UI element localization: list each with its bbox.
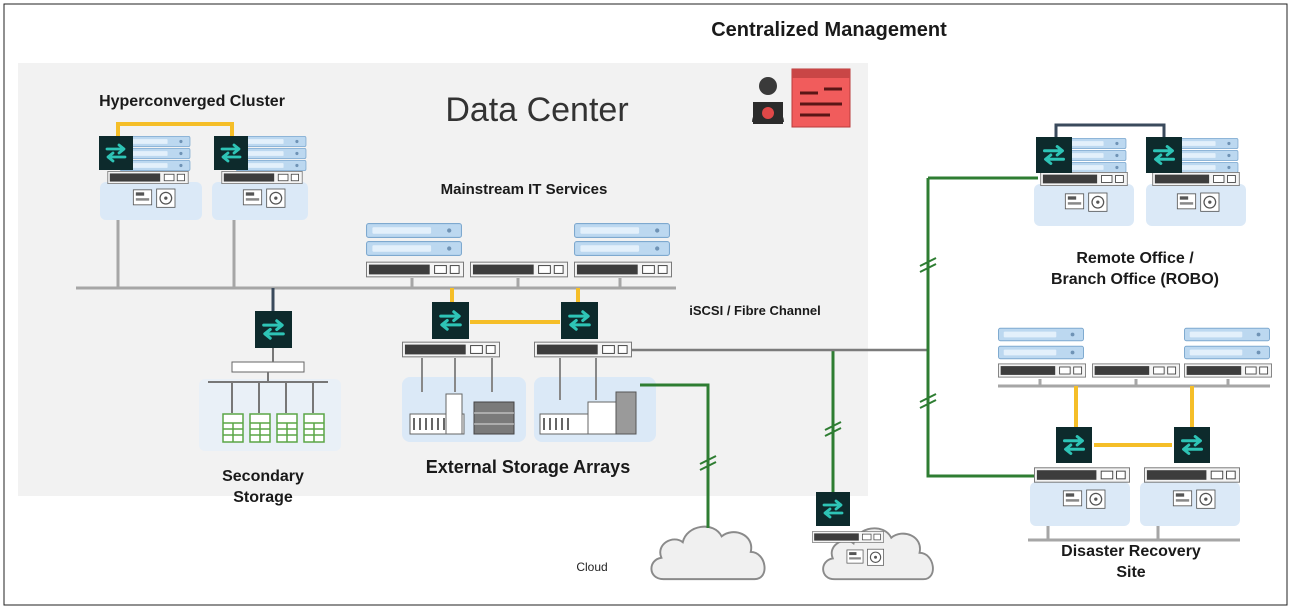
network-switch-icon: [561, 302, 598, 339]
outer-frame: [3, 3, 1288, 606]
dr-bus: [998, 379, 1270, 388]
dr-label-line1: Disaster Recovery: [1061, 543, 1201, 560]
hyperconverged-node-2: [212, 136, 308, 220]
management-console-icon: [791, 68, 851, 128]
wan-break-marker: [824, 421, 842, 437]
dr-switch-links: [1074, 386, 1194, 447]
network-switch-icon: [1056, 427, 1092, 463]
network-switch-icon: [214, 136, 248, 170]
external-storage-array-2: [534, 358, 656, 442]
robo-node-1: [1034, 137, 1134, 226]
network-switch-icon: [816, 492, 850, 526]
wan-green-link: [926, 176, 1040, 478]
cluster-link: [116, 122, 234, 138]
robo-node-2: [1146, 137, 1246, 226]
network-switch-icon: [1174, 427, 1210, 463]
centralized-management-title: Centralized Management: [711, 19, 947, 41]
network-switch-icon: [255, 311, 292, 348]
robo-link: [1054, 123, 1166, 138]
cloud-hosted-node: [812, 492, 935, 581]
dr-node-2: [1140, 467, 1240, 540]
robo-label-line2: Branch Office (ROBO): [1051, 271, 1219, 288]
wan-break-marker: [699, 455, 717, 471]
dr-servers: [998, 327, 1272, 378]
network-switch-icon: [1146, 137, 1182, 173]
admin-user-icon: [752, 77, 784, 124]
secondary-storage-label-line1: Secondary: [222, 468, 304, 485]
network-switch-icon: [1036, 137, 1072, 173]
cloud-uplink: [640, 383, 710, 528]
data-center-title: Data Center: [445, 91, 628, 129]
secondary-storage-device: [199, 348, 341, 451]
secondary-storage-label-line2: Storage: [233, 489, 293, 506]
storage-controller-1: [402, 341, 500, 358]
mainstream-it-services-label: Mainstream IT Services: [441, 181, 608, 198]
robo-label-line1: Remote Office /: [1076, 250, 1194, 267]
external-storage-arrays-label: External Storage Arrays: [426, 457, 630, 477]
wan-break-marker: [919, 257, 937, 273]
hyperconverged-node-1: [99, 136, 202, 220]
iscsi-fibre-channel-label: iSCSI / Fibre Channel: [689, 303, 820, 318]
wan-break-marker: [919, 393, 937, 409]
dr-node-1: [1030, 467, 1130, 540]
dr-label-line2: Site: [1116, 564, 1145, 581]
external-storage-array-1: [402, 358, 526, 442]
hyperconverged-cluster-label: Hyperconverged Cluster: [99, 93, 285, 110]
network-switch-icon: [99, 136, 133, 170]
storage-controller-2: [534, 341, 632, 358]
cloud-label: Cloud: [576, 560, 607, 574]
cloud-icon: [650, 525, 766, 581]
network-switch-icon: [432, 302, 469, 339]
